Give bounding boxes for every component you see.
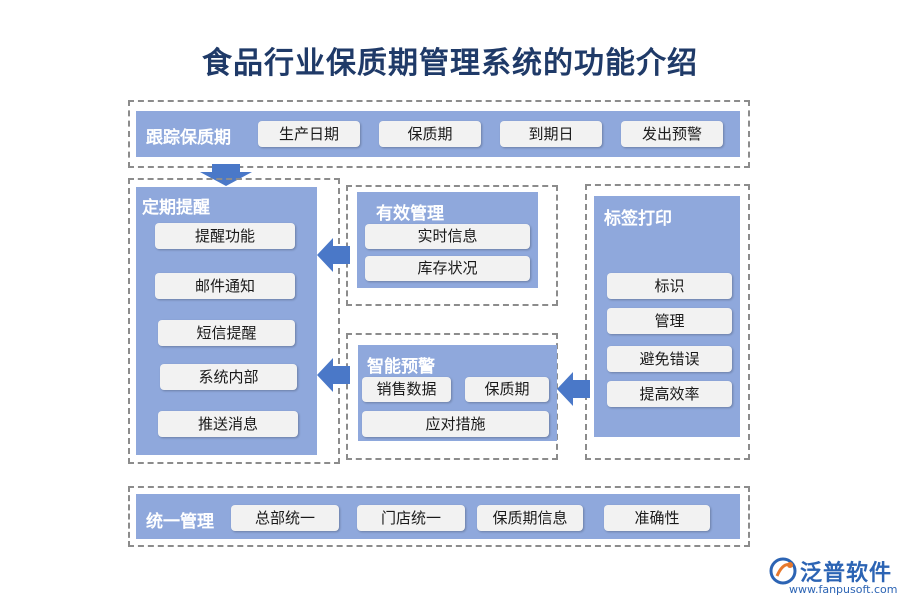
- effective-item: 库存状况: [365, 256, 530, 281]
- track-item: 生产日期: [258, 121, 360, 147]
- left-arrow-icon: [317, 358, 350, 392]
- effective-title: 有效管理: [376, 204, 444, 224]
- label-section-border: [585, 184, 750, 460]
- unified-item: 准确性: [604, 505, 710, 531]
- reminder-item: 提醒功能: [155, 223, 295, 249]
- label-item: 提高效率: [607, 381, 732, 407]
- track-item: 到期日: [500, 121, 602, 147]
- warning-item: 保质期: [465, 377, 549, 402]
- reminder-section-border: [128, 178, 340, 464]
- unified-section-border: [128, 486, 750, 547]
- track-item: 保质期: [379, 121, 481, 147]
- effective-item: 实时信息: [365, 224, 530, 249]
- left-arrow-icon: [317, 238, 350, 272]
- track-item: 发出预警: [621, 121, 723, 147]
- reminder-title: 定期提醒: [142, 198, 210, 218]
- reminder-item: 系统内部: [160, 364, 297, 390]
- unified-item: 门店统一: [357, 505, 465, 531]
- warning-title: 智能预警: [367, 357, 435, 377]
- effective-section-border: [346, 185, 558, 306]
- diagram-title: 食品行业保质期管理系统的功能介绍: [202, 46, 698, 81]
- brand-url: www.fanpusoft.com: [789, 583, 898, 596]
- label-item: 管理: [607, 308, 732, 334]
- unified-item: 保质期信息: [477, 505, 583, 531]
- track-title: 跟踪保质期: [146, 128, 231, 148]
- reminder-item: 邮件通知: [155, 273, 295, 299]
- down-arrow-icon: [200, 164, 252, 186]
- label-title: 标签打印: [604, 209, 672, 229]
- brand-logo-icon: [769, 557, 797, 585]
- label-item: 避免错误: [607, 346, 732, 372]
- unified-item: 总部统一: [231, 505, 339, 531]
- warning-section-border: [346, 333, 558, 460]
- track-section-border: [128, 100, 750, 168]
- warning-item: 应对措施: [362, 411, 549, 437]
- reminder-item: 推送消息: [158, 411, 298, 437]
- reminder-item: 短信提醒: [158, 320, 295, 346]
- left-arrow-icon: [557, 372, 590, 406]
- warning-item: 销售数据: [362, 377, 451, 402]
- unified-title: 统一管理: [146, 512, 214, 532]
- brand-name: 泛普软件: [800, 561, 893, 586]
- label-item: 标识: [607, 273, 732, 299]
